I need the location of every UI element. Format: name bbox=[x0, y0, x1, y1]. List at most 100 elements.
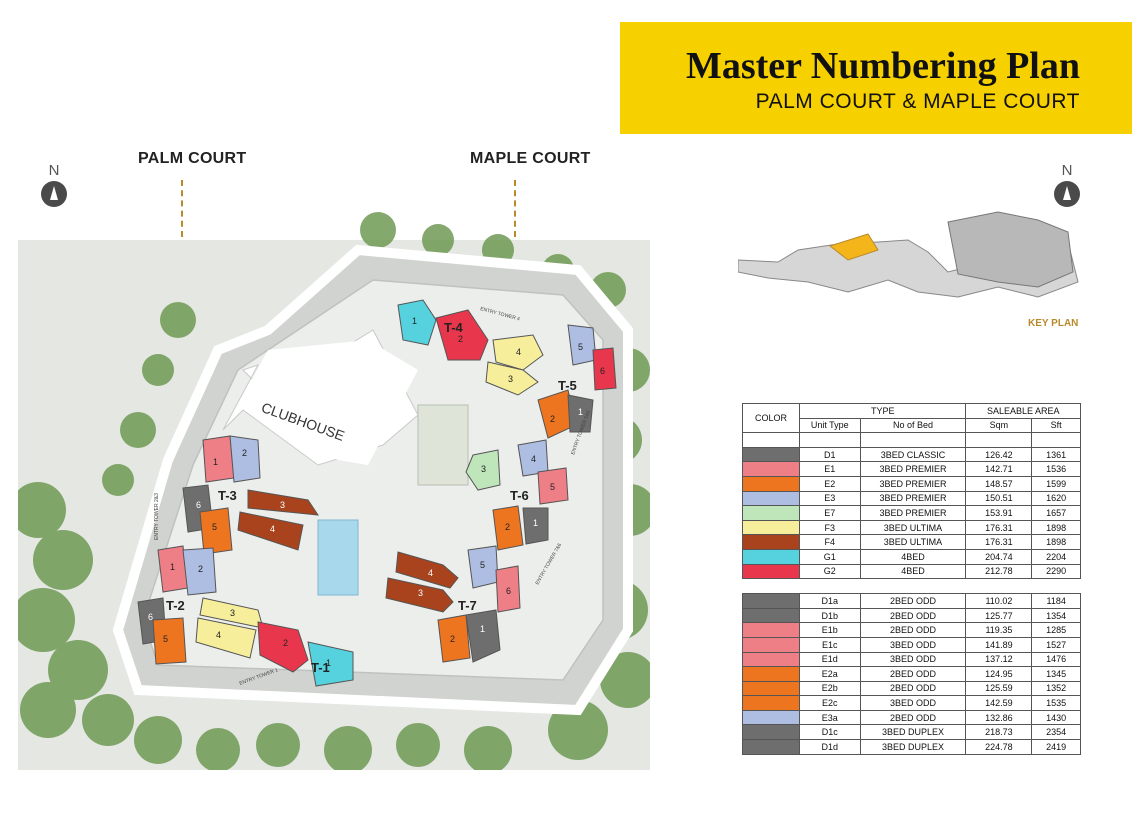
tower-label-t1: T-1 bbox=[311, 660, 330, 675]
svg-text:6: 6 bbox=[196, 500, 201, 510]
cell-sft: 1345 bbox=[1031, 666, 1081, 682]
cell-sqm: 148.57 bbox=[965, 475, 1033, 492]
svg-text:1: 1 bbox=[533, 518, 538, 528]
svg-text:5: 5 bbox=[578, 342, 583, 352]
cell-sft: 1430 bbox=[1031, 709, 1081, 726]
cell-unit: E1 bbox=[799, 461, 861, 477]
north-label: N bbox=[48, 162, 60, 179]
header-unit-type: Unit Type bbox=[799, 417, 861, 434]
maple-court-label: MAPLE COURT bbox=[470, 150, 591, 167]
svg-text:4: 4 bbox=[428, 568, 433, 578]
color-swatch bbox=[742, 724, 800, 741]
color-swatch bbox=[742, 739, 800, 755]
svg-text:5: 5 bbox=[480, 560, 485, 570]
svg-text:2: 2 bbox=[505, 522, 510, 532]
cell-sqm: 142.59 bbox=[965, 695, 1033, 711]
cell-sft: 1657 bbox=[1031, 505, 1081, 521]
key-plan-map bbox=[738, 211, 1079, 298]
svg-text:3: 3 bbox=[280, 500, 285, 510]
cell-sqm: 119.35 bbox=[965, 622, 1033, 638]
cell-sqm: 125.59 bbox=[965, 680, 1033, 697]
cell-bed: 3BED ULTIMA bbox=[859, 519, 967, 536]
cell-sqm: 218.73 bbox=[965, 724, 1033, 741]
cell-unit: E2c bbox=[799, 695, 861, 711]
cell-sqm: 212.78 bbox=[965, 563, 1033, 580]
cell-unit: F3 bbox=[799, 519, 861, 536]
svg-text:4: 4 bbox=[516, 347, 521, 357]
cell-bed: 3BED DUPLEX bbox=[859, 739, 967, 755]
cell-sqm: 224.78 bbox=[965, 739, 1033, 755]
svg-text:4: 4 bbox=[531, 454, 536, 464]
cell-sft: 1898 bbox=[1031, 519, 1081, 536]
tower-t4: 1 2 bbox=[397, 299, 489, 361]
color-swatch bbox=[742, 505, 800, 521]
header-saleable-area: SALEABLE AREA bbox=[965, 403, 1081, 419]
svg-text:3: 3 bbox=[418, 588, 423, 598]
cell-sqm: 132.86 bbox=[965, 709, 1033, 726]
header-color: COLOR bbox=[742, 402, 800, 434]
cell-bed: 2BED ODD bbox=[859, 622, 967, 638]
tower-t1: 2 1 bbox=[257, 621, 354, 687]
svg-text:2: 2 bbox=[450, 634, 455, 644]
cell-bed: 3BED ODD bbox=[859, 636, 967, 653]
svg-text:6: 6 bbox=[148, 612, 153, 622]
cell-bed: 3BED ODD bbox=[859, 695, 967, 711]
cell-sft: 1352 bbox=[1031, 680, 1081, 697]
color-swatch bbox=[742, 475, 800, 492]
color-swatch bbox=[742, 695, 800, 711]
cell-bed: 3BED PREMIER bbox=[859, 461, 967, 477]
cell-sqm: 142.71 bbox=[965, 461, 1033, 477]
cell-bed: 3BED PREMIER bbox=[859, 490, 967, 507]
cell-sqm: 176.31 bbox=[965, 534, 1033, 550]
cell-bed: 3BED DUPLEX bbox=[859, 724, 967, 741]
cell-sqm: 110.02 bbox=[965, 593, 1033, 609]
svg-text:2: 2 bbox=[283, 638, 288, 648]
header-sft: Sft bbox=[1031, 417, 1081, 434]
svg-text:4: 4 bbox=[216, 630, 221, 640]
svg-text:3: 3 bbox=[481, 464, 486, 474]
cell-sft: 1361 bbox=[1031, 446, 1081, 463]
svg-text:1: 1 bbox=[412, 316, 417, 326]
key-plan-label: KEY PLAN bbox=[1028, 318, 1079, 329]
color-swatch bbox=[742, 519, 800, 536]
cell-sft: 1536 bbox=[1031, 461, 1081, 477]
tower-label-t2: T-2 bbox=[166, 598, 185, 613]
cell-sft: 1354 bbox=[1031, 607, 1081, 624]
cell-bed: 3BED PREMIER bbox=[859, 505, 967, 521]
cell-unit: E3a bbox=[799, 709, 861, 726]
svg-text:2: 2 bbox=[550, 414, 555, 424]
cell-bed: 3BED ODD bbox=[859, 651, 967, 668]
svg-text:2: 2 bbox=[242, 448, 247, 458]
page-subtitle: PALM COURT & MAPLE COURT bbox=[755, 90, 1080, 113]
tower-t7: 4 3 5 6 2 1 bbox=[385, 545, 521, 663]
svg-text:3: 3 bbox=[508, 374, 513, 384]
cell-unit: F4 bbox=[799, 534, 861, 550]
color-swatch bbox=[742, 666, 800, 682]
svg-text:6: 6 bbox=[506, 586, 511, 596]
cell-unit: D1c bbox=[799, 724, 861, 741]
cell-unit: D1d bbox=[799, 739, 861, 755]
header-no-of-bed: No of Bed bbox=[859, 417, 967, 434]
svg-text:3: 3 bbox=[230, 608, 235, 618]
cell-sqm: 126.42 bbox=[965, 446, 1033, 463]
north-arrow-icon: N bbox=[41, 162, 67, 207]
palm-court-label: PALM COURT bbox=[138, 150, 247, 167]
svg-text:1: 1 bbox=[480, 624, 485, 634]
cell-sft: 1535 bbox=[1031, 695, 1081, 711]
cell-sqm: 150.51 bbox=[965, 490, 1033, 507]
cell-bed: 3BED ULTIMA bbox=[859, 534, 967, 550]
color-swatch bbox=[742, 680, 800, 697]
cell-sqm: 153.91 bbox=[965, 505, 1033, 521]
cell-unit: E1c bbox=[799, 636, 861, 653]
tower-t3: 1 2 6 5 3 4 bbox=[182, 435, 320, 555]
